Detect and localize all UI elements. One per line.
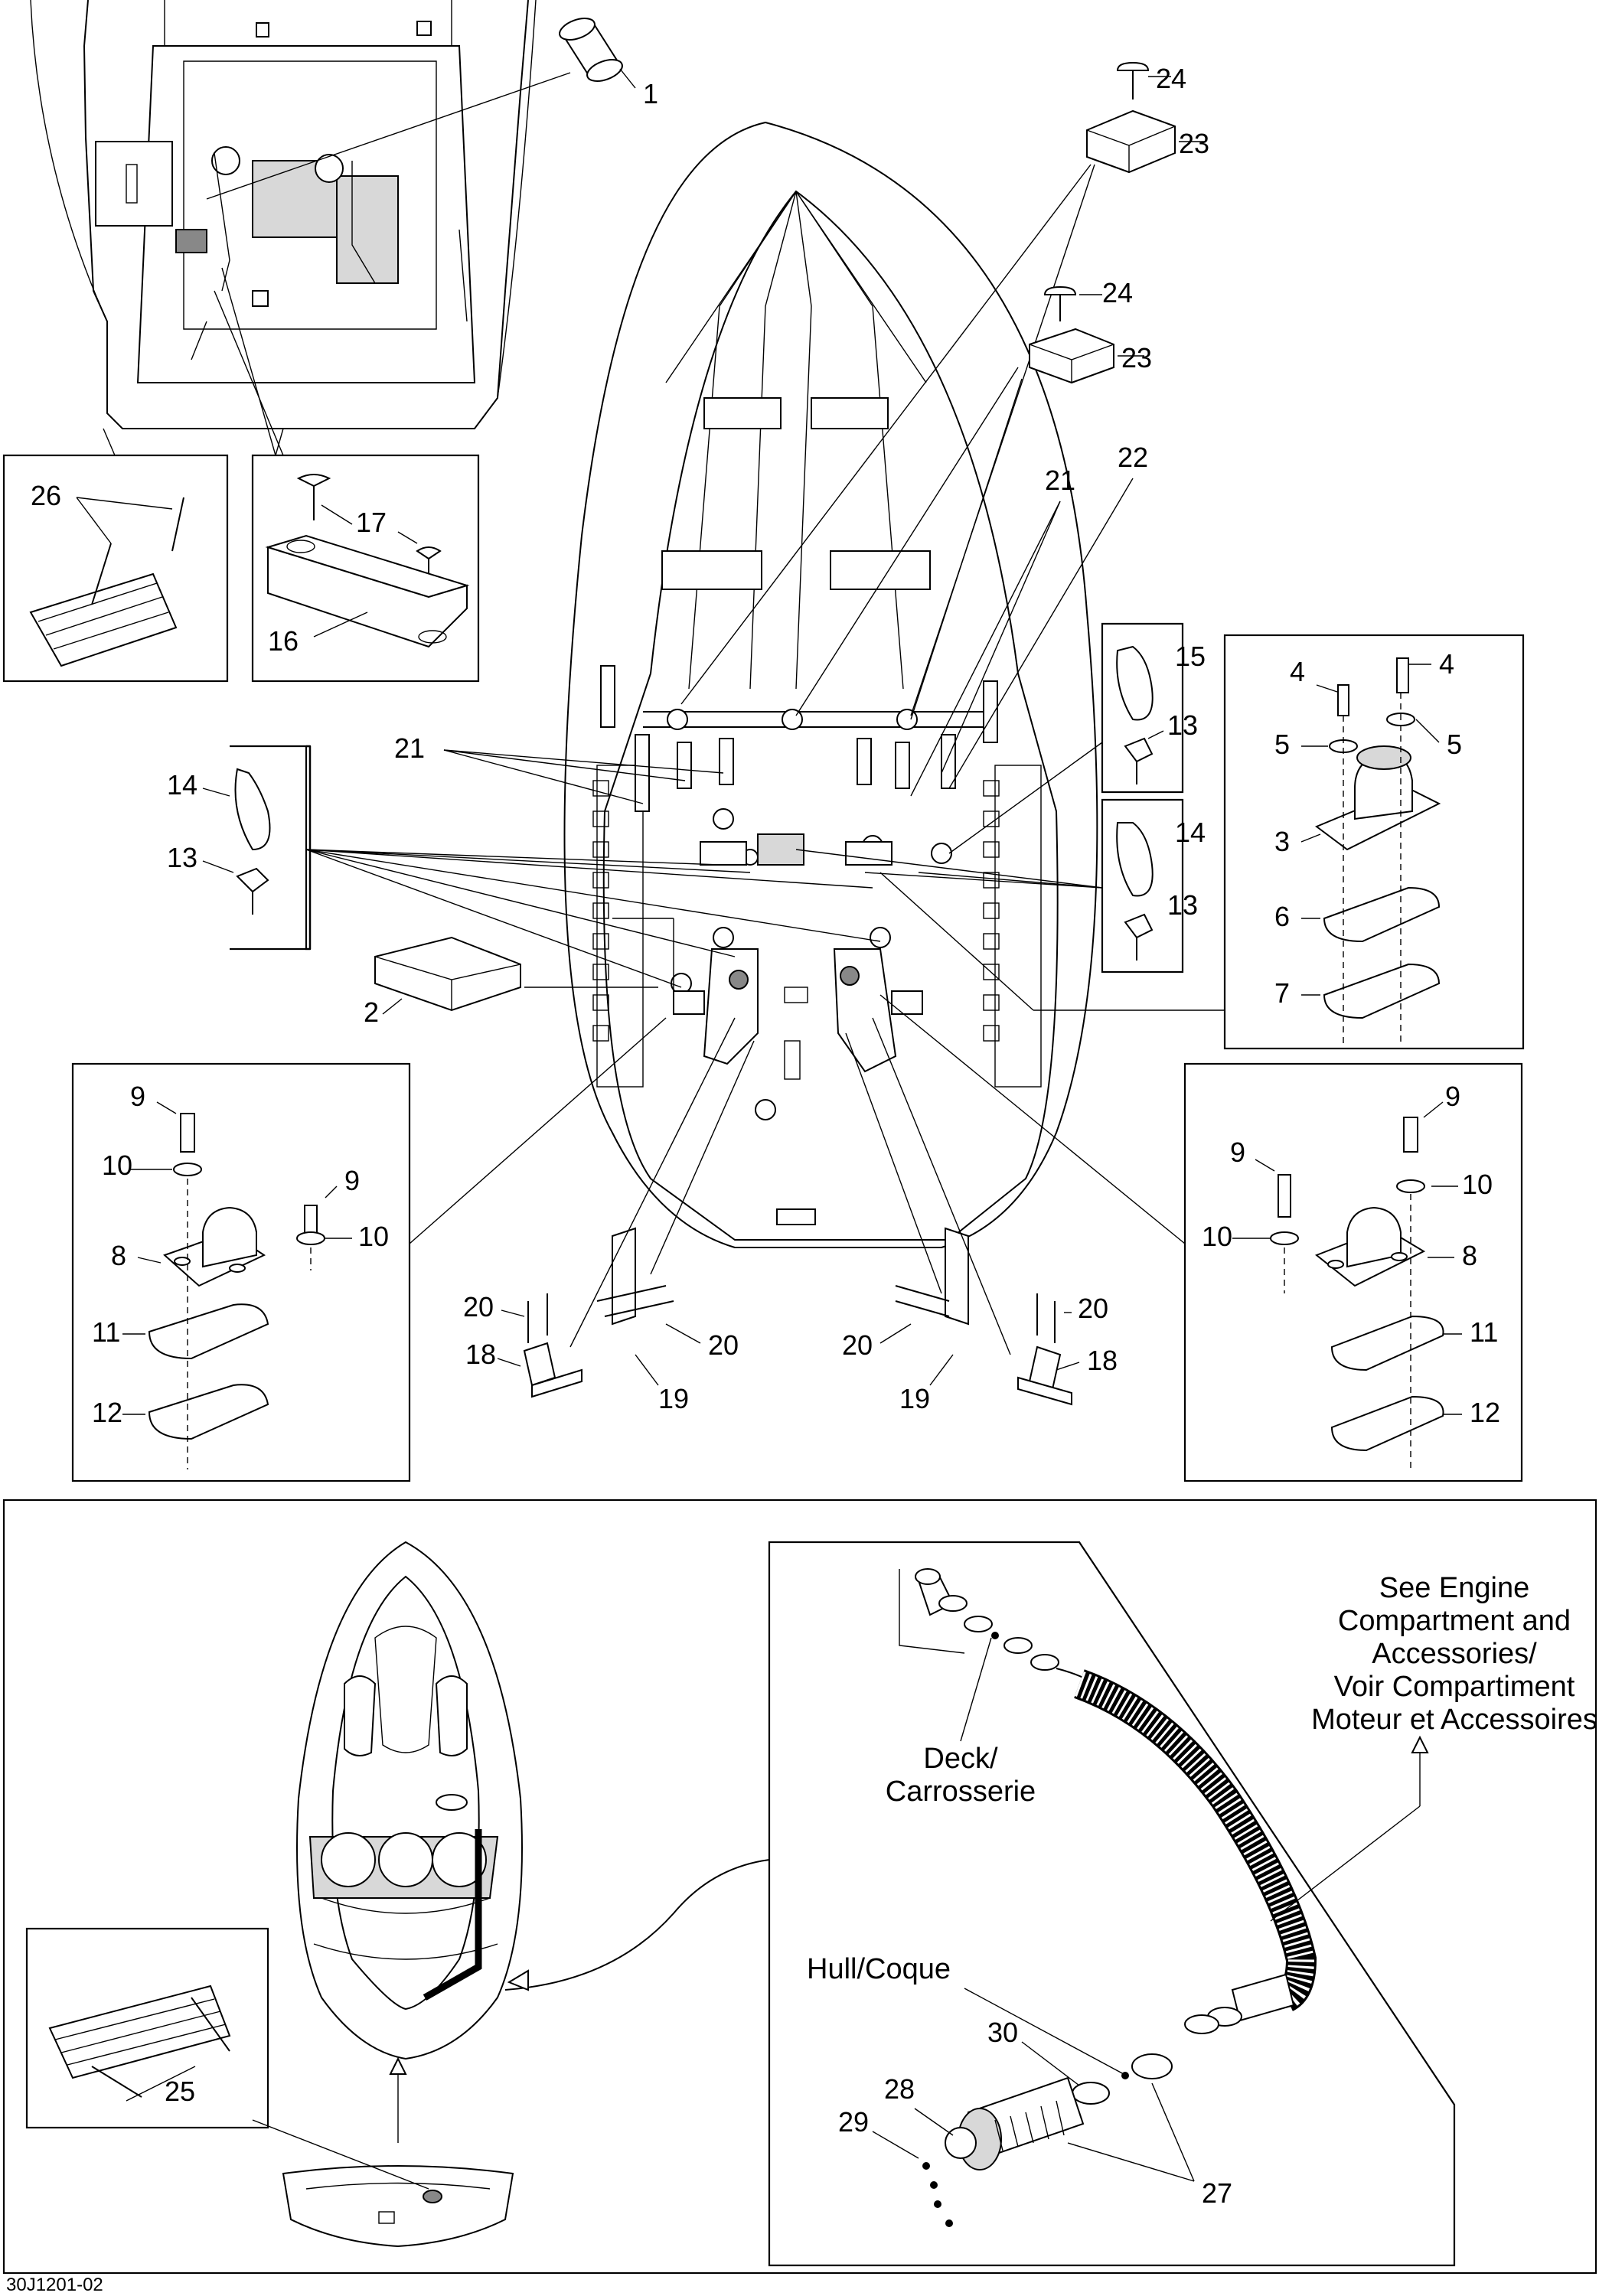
- box-3-7: 4 4 5 5 3 6 7: [879, 634, 1525, 1050]
- label-11-right: 11: [1470, 1316, 1498, 1348]
- label-10-left-a: 10: [102, 1150, 132, 1181]
- box-26: 26: [2, 428, 229, 683]
- note-deck-2: Carrosserie: [886, 1776, 1036, 1808]
- label-24b: 24: [1102, 277, 1133, 308]
- label-4b: 4: [1439, 648, 1454, 680]
- hull-top-view: [563, 121, 1098, 1248]
- label-14-left: 14: [167, 769, 197, 801]
- note-see-engine-2: Compartment and: [1338, 1605, 1571, 1637]
- label-30: 30: [987, 2017, 1018, 2048]
- label-1: 1: [643, 78, 658, 109]
- label-20-left-b: 20: [708, 1329, 739, 1361]
- labels-21-22: 21 22 21: [394, 442, 1148, 804]
- label-9-right-b: 9: [1230, 1137, 1245, 1168]
- label-12-right: 12: [1470, 1397, 1500, 1428]
- box-16-17: 17 16: [214, 267, 480, 683]
- deck-perspective-view: [296, 1541, 523, 2143]
- label-13-right-a: 13: [1167, 709, 1198, 741]
- vent-inset: [504, 1541, 1456, 2267]
- label-9-left-b: 9: [344, 1165, 360, 1196]
- note-see-engine-5: Moteur et Accessoires: [1311, 1704, 1597, 1736]
- drawing-code: 30J1201-02: [6, 2275, 103, 2295]
- label-4a: 4: [1290, 656, 1305, 687]
- label-16: 16: [268, 625, 299, 657]
- part-23-24-lower: 24 23: [795, 277, 1152, 720]
- note-see-engine-3: Accessories/: [1372, 1638, 1537, 1670]
- note-see-engine-4: Voir Compartiment: [1334, 1671, 1575, 1703]
- note-deck: Deck/ Carrosserie: [886, 1637, 1036, 1808]
- label-20-left-a: 20: [463, 1291, 494, 1322]
- hull-ribs-right: [983, 780, 1000, 1042]
- label-11-left: 11: [92, 1316, 120, 1348]
- label-5a: 5: [1274, 729, 1290, 760]
- label-21-right: 21: [1045, 465, 1075, 496]
- box-14-13-left: 14 13: [167, 745, 881, 988]
- label-24: 24: [1156, 63, 1186, 94]
- label-19-right: 19: [899, 1383, 930, 1414]
- parts-18-19-20-right: 20 18 20 19: [842, 1017, 1118, 1414]
- note-hull: Hull/Coque: [807, 1953, 951, 1985]
- box-14-13-right: 14 13: [795, 798, 1206, 974]
- label-21-left: 21: [394, 732, 425, 764]
- label-9-left-a: 9: [130, 1081, 145, 1112]
- note-see-engine: See Engine Compartment and Accessories/ …: [1270, 1572, 1597, 1922]
- label-8-right: 8: [1462, 1240, 1477, 1271]
- bottom-panel-frame: [2, 1499, 1597, 2275]
- note-see-engine-1: See Engine: [1379, 1572, 1530, 1604]
- label-17: 17: [356, 507, 387, 538]
- label-2: 2: [364, 996, 379, 1028]
- note-hull: Hull/Coque: [807, 1953, 1124, 2075]
- part-2: 2: [364, 936, 658, 1028]
- label-19-left: 19: [658, 1383, 689, 1414]
- label-23b: 23: [1121, 342, 1152, 373]
- label-27: 27: [1202, 2177, 1232, 2209]
- label-20-right-b: 20: [842, 1329, 873, 1361]
- label-13-left: 13: [167, 842, 197, 873]
- label-12-left: 12: [92, 1397, 122, 1428]
- label-25: 25: [165, 2076, 195, 2107]
- box-15-13: 15 13: [948, 622, 1206, 854]
- label-13-right-b: 13: [1167, 889, 1198, 921]
- label-10-right-a: 10: [1462, 1169, 1493, 1200]
- parts-18-19-20-left: 20 18 20 19: [463, 1017, 755, 1414]
- label-15: 15: [1175, 641, 1206, 672]
- label-18-left: 18: [465, 1339, 496, 1370]
- label-3: 3: [1274, 826, 1290, 857]
- label-14-right: 14: [1175, 817, 1206, 848]
- label-10-right-b: 10: [1202, 1221, 1232, 1252]
- part-23-24-upper: 24 23: [680, 61, 1209, 716]
- label-6: 6: [1274, 901, 1290, 932]
- label-28: 28: [884, 2073, 915, 2105]
- hull-ribs-left: [592, 780, 609, 1042]
- part-1: 1: [206, 18, 658, 200]
- note-deck-1: Deck/: [923, 1743, 998, 1775]
- label-29: 29: [838, 2106, 869, 2138]
- rear-handle: [252, 2119, 514, 2248]
- label-10-left-b: 10: [358, 1221, 389, 1252]
- box-8-12-left: 9 10 9 10 8 11 12: [71, 1017, 667, 1482]
- rear-deck-view: [30, 0, 537, 429]
- label-20-right-a: 20: [1078, 1293, 1108, 1324]
- label-18-right: 18: [1087, 1345, 1118, 1376]
- label-23: 23: [1179, 128, 1209, 159]
- label-5b: 5: [1447, 729, 1462, 760]
- labels-27-30: 30 28 29 27: [838, 2017, 1232, 2209]
- label-22: 22: [1118, 442, 1148, 473]
- label-7: 7: [1274, 977, 1290, 1009]
- label-26: 26: [31, 480, 61, 511]
- label-9-right-a: 9: [1445, 1081, 1460, 1112]
- box-25: 25: [25, 1927, 269, 2129]
- label-8-left: 8: [111, 1240, 126, 1271]
- box-8-12-right: 9 9 10 10 8 11 12: [879, 994, 1523, 1482]
